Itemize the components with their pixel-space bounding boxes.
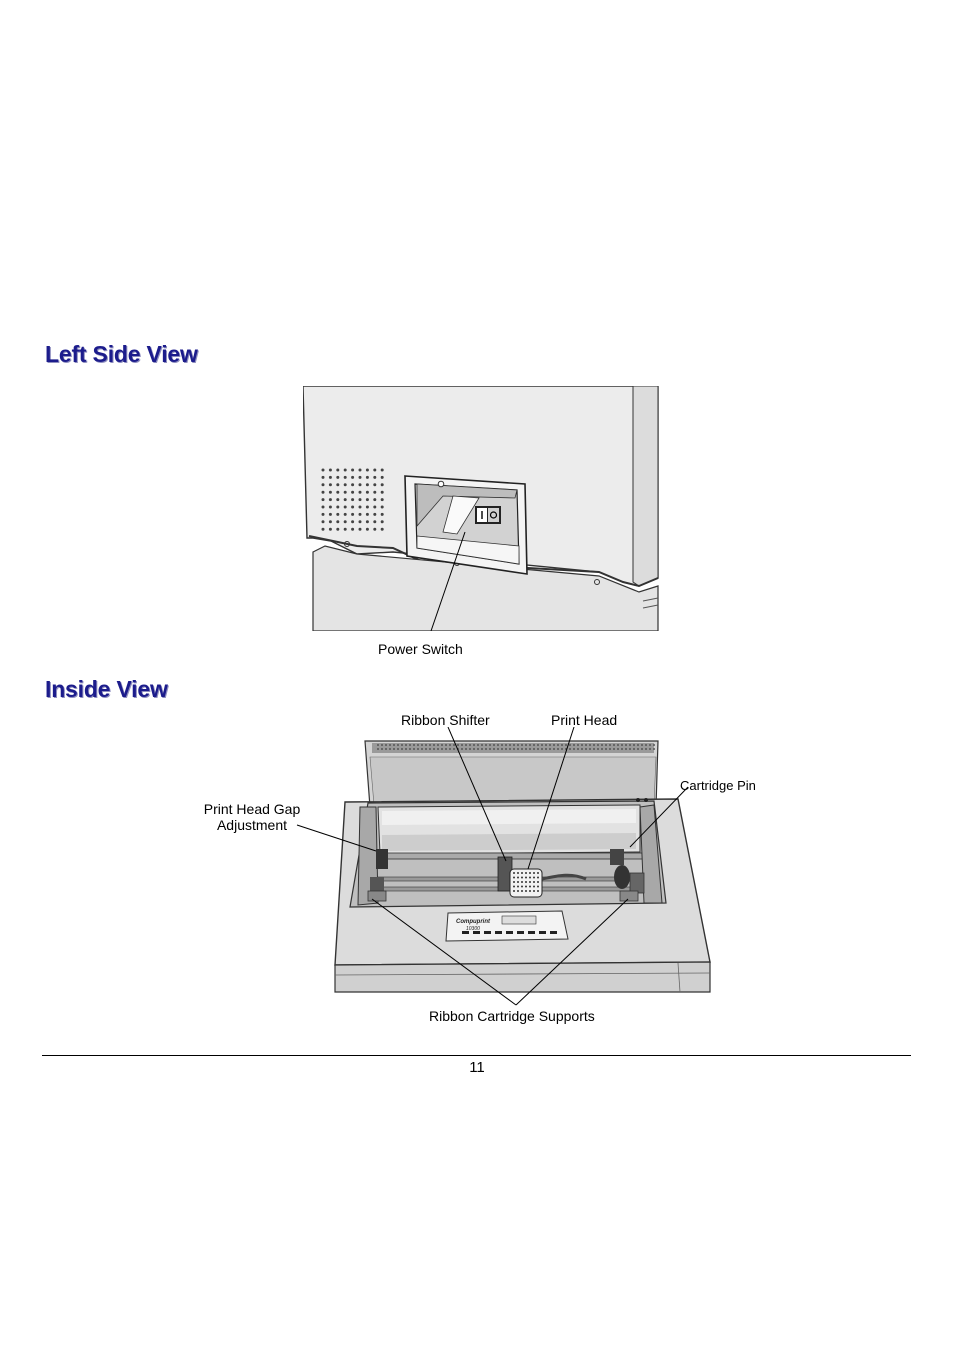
inside-view-illustration: Compuprint 10300 [200, 727, 760, 1027]
footer-rule [42, 1055, 911, 1056]
ribbon-shifter-label: Ribbon Shifter [401, 712, 490, 728]
ribbon-cartridge-supports-label: Ribbon Cartridge Supports [429, 1008, 595, 1024]
left-side-view-illustration [303, 386, 659, 631]
left-side-view-heading: Left Side View [45, 341, 198, 368]
page-number: 11 [0, 1059, 954, 1076]
print-head-label: Print Head [551, 712, 617, 728]
control-panel-brand: Compuprint [456, 919, 491, 925]
power-switch-label: Power Switch [378, 641, 463, 657]
inside-view-heading: Inside View [45, 676, 168, 703]
